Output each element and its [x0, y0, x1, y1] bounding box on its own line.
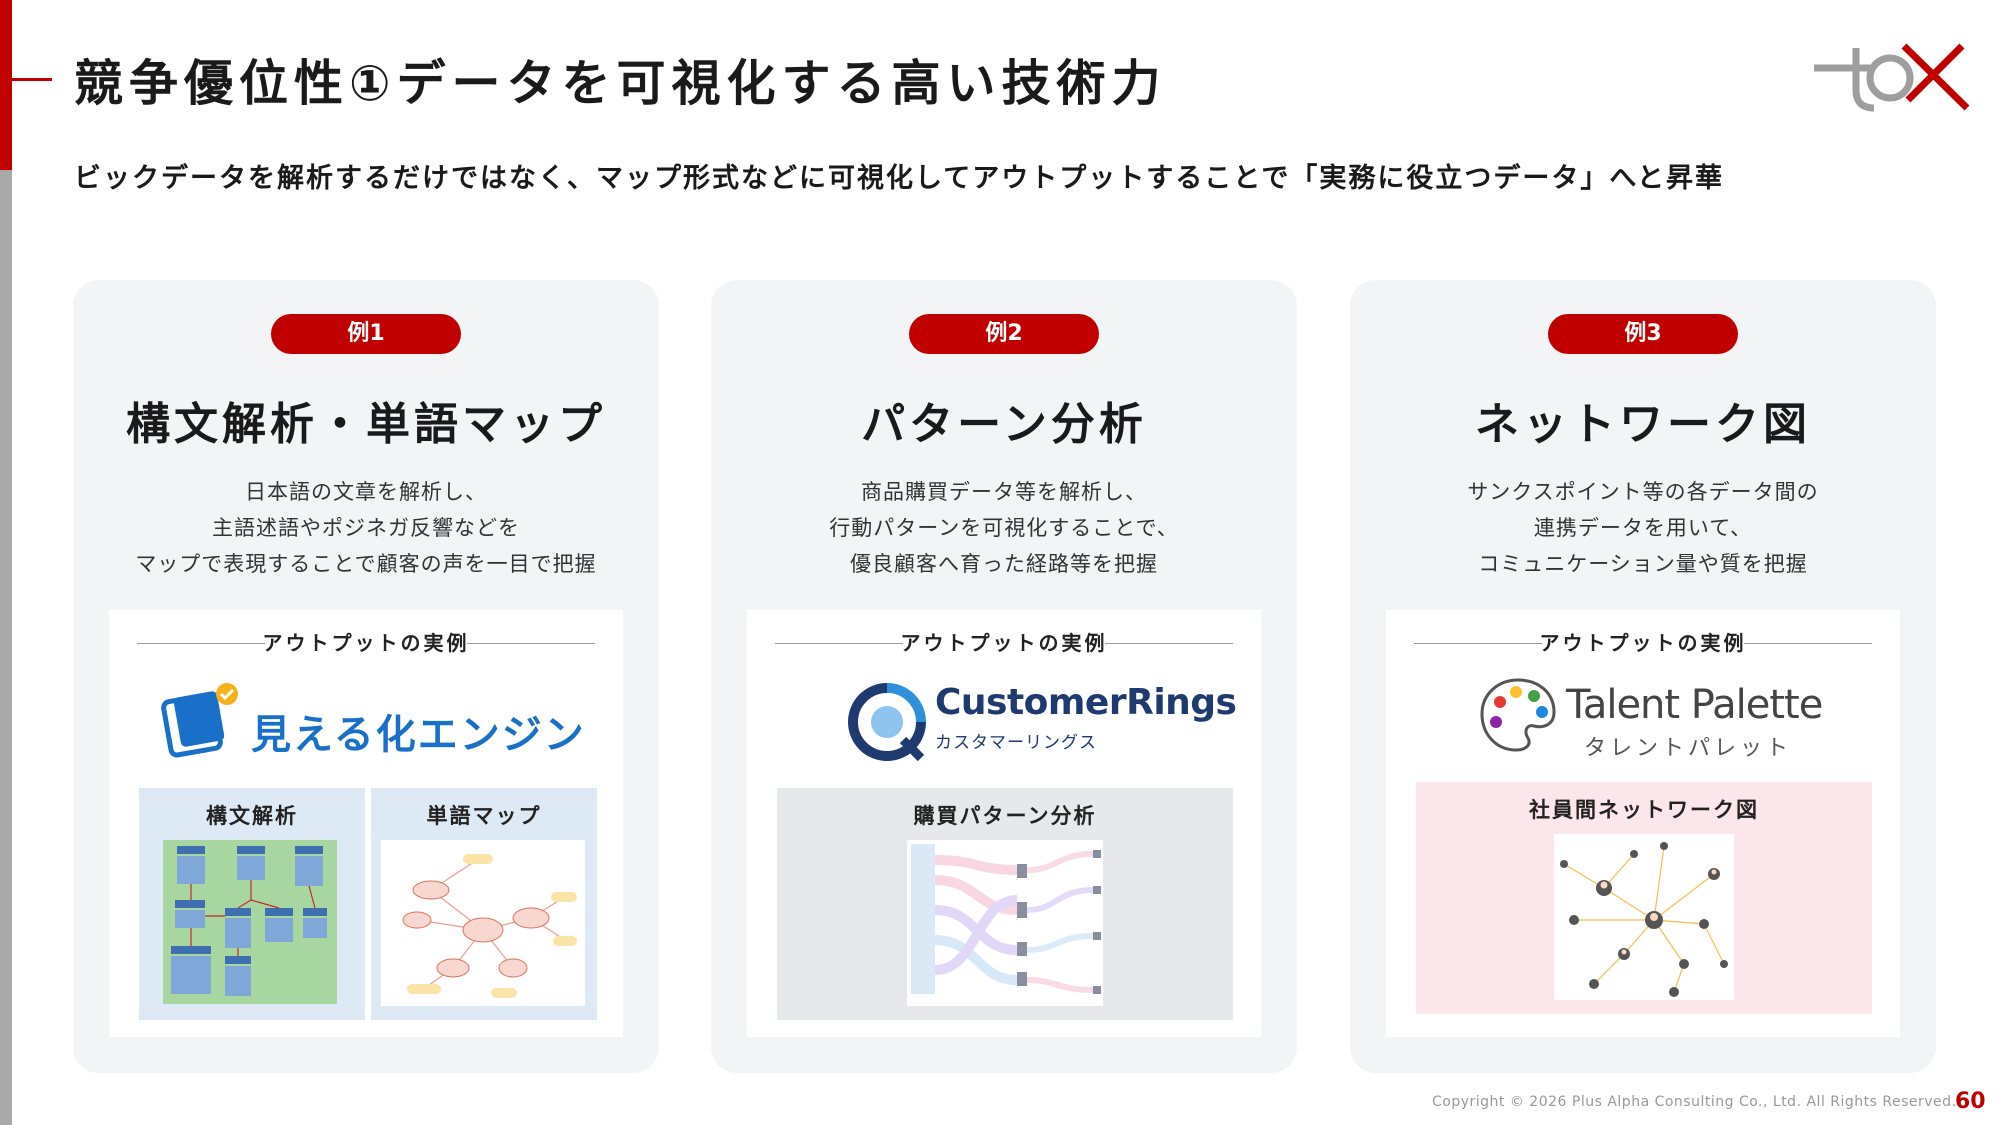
visualize-engine-logo-icon: [161, 683, 238, 758]
panel-label: 購買パターン分析: [913, 804, 1097, 828]
example-badge: 例2: [909, 314, 1099, 354]
example-card-1: 例1 構文解析・単語マップ 日本語の文章を解析し、 主語述語やポジネガ反響などを…: [73, 280, 659, 1073]
left-accent-bar: [0, 0, 12, 1125]
purchase-pattern-sankey-thumbnail: [907, 840, 1103, 1006]
output-heading: アウトプットの実例: [747, 628, 1261, 658]
output-heading-label: アウトプットの実例: [900, 631, 1108, 655]
output-heading-label: アウトプットの実例: [1539, 631, 1747, 655]
syntax-analysis-tree-thumbnail: [163, 840, 337, 1004]
title-rule: [0, 78, 52, 81]
card-title: パターン分析: [861, 399, 1147, 450]
card-description: 商品購買データ等を解析し、 行動パターンを可視化することで、 優良顧客へ育った経…: [711, 474, 1297, 582]
card-title: ネットワーク図: [1475, 399, 1811, 450]
purchase-pattern-panel: 購買パターン分析: [777, 788, 1233, 1020]
palette-logo-icon: [1480, 678, 1556, 752]
description-line: 商品購買データ等を解析し、: [861, 480, 1147, 504]
panel-label: 社員間ネットワーク図: [1529, 798, 1759, 822]
brand-name: 見える化エンジン: [251, 712, 586, 758]
card-description: サンクスポイント等の各データ間の 連携データを用いて、 コミュニケーション量や質…: [1350, 474, 1936, 582]
page-number: 60: [1955, 1089, 1986, 1114]
description-line: 日本語の文章を解析し、: [245, 480, 487, 504]
description-line: マップで表現することで顧客の声を一目で把握: [135, 552, 597, 576]
description-line: コミュニケーション量や質を把握: [1478, 552, 1808, 576]
output-example-box: アウトプットの実例 見える化エンジン 構文解析: [109, 610, 623, 1037]
example-badge: 例1: [271, 314, 461, 354]
brand-name: CustomerRings: [935, 682, 1237, 723]
description-line: 優良顧客へ育った経路等を把握: [850, 552, 1158, 576]
word-map-thumbnail: [381, 840, 585, 1006]
description-line: 連携データを用いて、: [1533, 516, 1753, 540]
panel-label: 構文解析: [206, 804, 298, 828]
syntax-analysis-panel: 構文解析: [139, 788, 365, 1020]
brand-name: Talent Palette: [1566, 682, 1823, 728]
employee-network-graph-thumbnail: [1554, 834, 1734, 1000]
left-accent-red-bar: [0, 0, 12, 170]
brand-logo: 見える化エンジン: [109, 672, 623, 772]
output-heading: アウトプットの実例: [109, 628, 623, 658]
brand-subname: タレントパレット: [1584, 736, 1793, 761]
copyright-text: Copyright © 2026 Plus Alpha Consulting C…: [1432, 1094, 1957, 1110]
example-card-2: 例2 パターン分析 商品購買データ等を解析し、 行動パターンを可視化することで、…: [711, 280, 1297, 1073]
customer-rings-logo-icon: [848, 683, 926, 762]
panel-label: 単語マップ: [426, 804, 542, 828]
description-line: 行動パターンを可視化することで、: [829, 516, 1179, 540]
page-title: 競争優位性①データを可視化する高い技術力: [74, 55, 1167, 112]
card-title: 構文解析・単語マップ: [126, 399, 606, 450]
brand-subname: カスタマーリングス: [935, 733, 1097, 753]
company-logo-icon: [1814, 43, 1970, 112]
card-description: 日本語の文章を解析し、 主語述語やポジネガ反響などを マップで表現することで顧客…: [73, 474, 659, 582]
output-heading: アウトプットの実例: [1386, 628, 1900, 658]
employee-network-panel: 社員間ネットワーク図: [1416, 782, 1872, 1014]
description-line: サンクスポイント等の各データ間の: [1467, 480, 1819, 504]
brand-logo: CustomerRings カスタマーリングス: [747, 672, 1261, 772]
output-example-box: アウトプットの実例 Talent Palette タレントパレット 社員間ネット…: [1386, 610, 1900, 1037]
example-card-3: 例3 ネットワーク図 サンクスポイント等の各データ間の 連携データを用いて、 コ…: [1350, 280, 1936, 1073]
word-map-panel: 単語マップ: [371, 788, 597, 1020]
output-heading-label: アウトプットの実例: [262, 631, 470, 655]
description-line: 主語述語やポジネガ反響などを: [212, 516, 520, 540]
example-badge: 例3: [1548, 314, 1738, 354]
page-subtitle: ビックデータを解析するだけではなく、マップ形式などに可視化してアウトプットするこ…: [74, 163, 1725, 194]
brand-logo: Talent Palette タレントパレット: [1386, 672, 1900, 772]
output-example-box: アウトプットの実例 CustomerRings カスタマーリングス 購買パターン…: [747, 610, 1261, 1037]
